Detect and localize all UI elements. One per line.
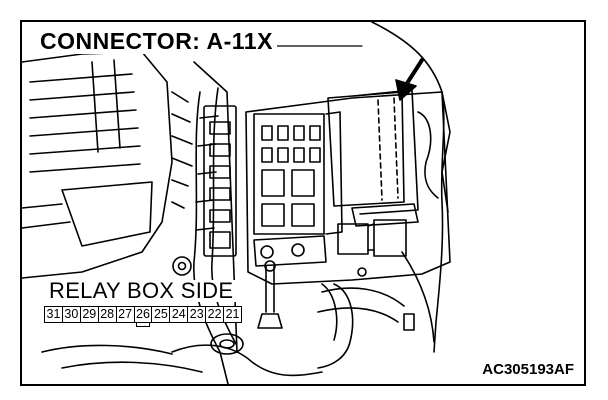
relay-box bbox=[245, 91, 451, 285]
engine-bay-illustration bbox=[22, 22, 451, 384]
relay-box-side-label: RELAY BOX SIDE bbox=[46, 280, 237, 302]
connector-pin-number: 21 bbox=[225, 307, 240, 321]
connector-pin-number: 29 bbox=[81, 307, 99, 322]
connector-pin-number: 23 bbox=[188, 307, 207, 322]
connector-pin-number: 28 bbox=[99, 307, 117, 322]
connector-pin-number: 30 bbox=[63, 307, 81, 322]
diagram-frame: CONNECTOR: A-11X bbox=[20, 20, 586, 386]
lower-components bbox=[41, 260, 367, 373]
connector-pin-number: 26 bbox=[135, 307, 153, 327]
connector-pin-number: 25 bbox=[152, 307, 171, 322]
connector-title: CONNECTOR: A-11X bbox=[36, 28, 277, 54]
connector-pin-number: 22 bbox=[206, 307, 225, 322]
fender-outline bbox=[317, 22, 451, 353]
connector-pin-number: 24 bbox=[170, 307, 189, 322]
relay-cover-connector bbox=[327, 89, 439, 257]
connector-pin-number: 27 bbox=[117, 307, 135, 322]
fuse-column bbox=[203, 105, 237, 257]
figure-code: AC305193AF bbox=[480, 361, 576, 378]
pointer-arrow bbox=[395, 58, 424, 101]
connector-pin-number: 31 bbox=[45, 307, 63, 322]
air-cleaner-housing bbox=[22, 51, 193, 279]
wiring-harness bbox=[171, 61, 323, 384]
